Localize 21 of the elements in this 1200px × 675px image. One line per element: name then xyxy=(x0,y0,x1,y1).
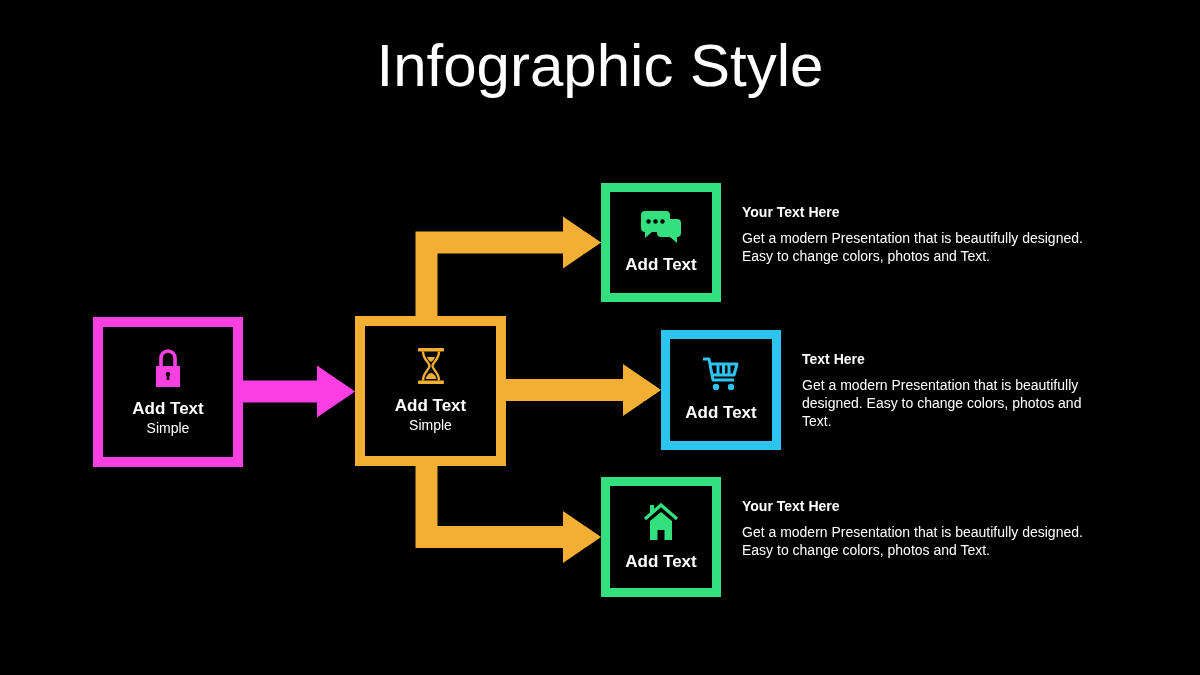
step-title: Add Text xyxy=(685,403,757,423)
arrow xyxy=(506,364,661,416)
process-box xyxy=(661,330,781,450)
step-title: Add Text xyxy=(394,396,467,416)
description-text: Get a modern Presentation that is beautifully designed. Easy to change colors, photos and Text. xyxy=(802,376,1083,430)
step-title: Add Text xyxy=(625,552,697,572)
process-box xyxy=(601,477,721,597)
process-box xyxy=(601,183,721,302)
arrow xyxy=(243,365,355,418)
step-title: Add Text xyxy=(132,399,204,419)
title: Infographic Style xyxy=(376,31,824,101)
description-heading: Text Here xyxy=(802,350,865,368)
process-box xyxy=(93,317,243,467)
description-heading: Your Text Here xyxy=(742,497,840,515)
step-subtitle: Simple xyxy=(409,416,452,434)
process-box xyxy=(355,316,506,466)
description-heading: Your Text Here xyxy=(742,203,840,221)
description-text: Get a modern Presentation that is beautifully designed. Easy to change colors, photos and Text. xyxy=(742,229,1084,265)
step-subtitle: Simple xyxy=(146,419,190,437)
step-title: Add Text xyxy=(625,254,697,275)
description-text: Get a modern Presentation that is beautifully designed. Easy to change colors, photos and Text. xyxy=(742,523,1084,559)
